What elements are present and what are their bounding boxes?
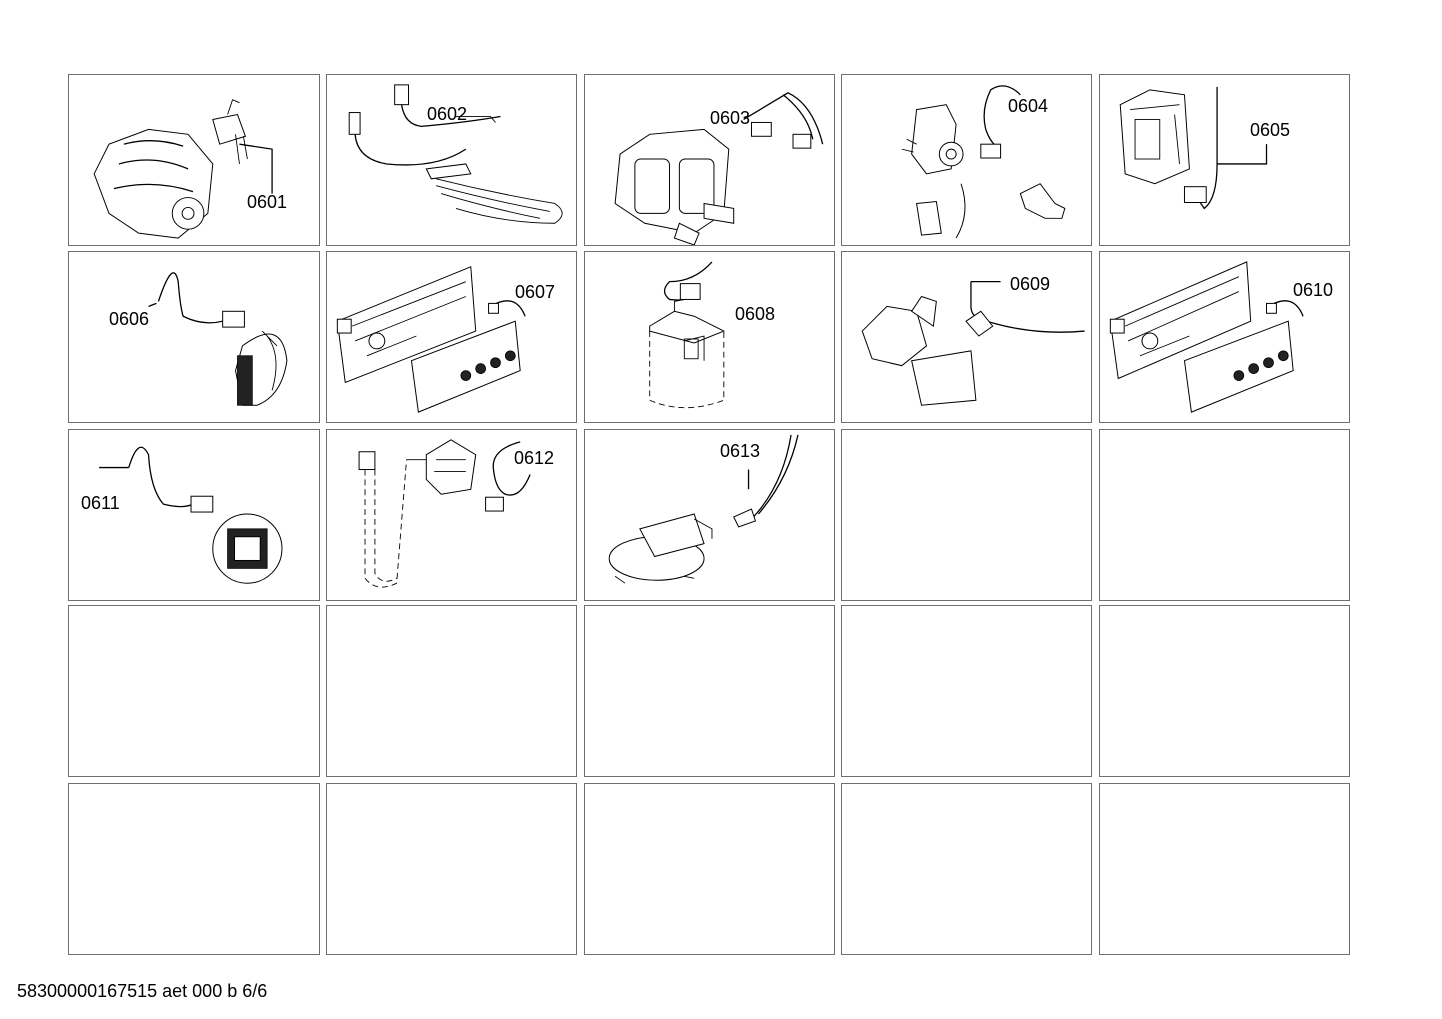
part-cell-0606[interactable]: 0606	[68, 251, 320, 423]
part-cell-0601[interactable]: 0601	[68, 74, 320, 246]
valve-icon	[901, 85, 1066, 239]
part-number-label: 0604	[1008, 96, 1049, 116]
empty-cell	[68, 605, 320, 777]
pump-icon	[861, 281, 1085, 406]
part-number-label: 0605	[1250, 120, 1291, 140]
part-cell-0603[interactable]: 0603	[584, 74, 835, 246]
valve-icon	[614, 92, 824, 245]
part-number-label: 0612	[514, 448, 555, 468]
document-id: 58300000167515 aet 000 b 6/6	[17, 981, 268, 1001]
pressure-switch-icon	[608, 434, 799, 584]
circuit-board-icon	[1109, 261, 1304, 413]
part-cell-0610[interactable]: 0610	[1099, 251, 1350, 423]
heater-icon	[348, 84, 563, 224]
part-cell-0608[interactable]: 0608	[584, 251, 835, 423]
empty-cell	[1099, 429, 1350, 601]
part-cell-0605[interactable]: 0605	[1099, 74, 1350, 246]
part-cell-0604[interactable]: 0604	[841, 74, 1092, 246]
part-cell-0602[interactable]: 0602	[326, 74, 577, 246]
part-number-label: 0602	[427, 104, 468, 124]
part-cell-0611[interactable]: 0611	[68, 429, 320, 601]
empty-cell	[584, 783, 835, 955]
empty-cell	[68, 783, 320, 955]
part-number-label: 0611	[81, 493, 120, 513]
module-icon	[1119, 86, 1268, 210]
empty-cell	[584, 605, 835, 777]
part-cell-0613[interactable]: 0613	[584, 429, 835, 601]
part-number-label: 0601	[247, 192, 288, 212]
circuit-board-icon	[336, 266, 526, 413]
wire-harness-icon	[99, 446, 283, 584]
empty-cell	[1099, 783, 1350, 955]
part-number-label: 0613	[720, 441, 761, 461]
empty-cell	[326, 783, 577, 955]
part-cell-0612[interactable]: 0612	[326, 429, 577, 601]
pump-icon	[358, 439, 531, 588]
part-number-label: 0606	[109, 309, 150, 329]
part-number-label: 0607	[515, 282, 556, 302]
part-cell-0609[interactable]: 0609	[841, 251, 1092, 423]
empty-cell	[326, 605, 577, 777]
motor-icon	[93, 99, 273, 239]
part-number-label: 0608	[735, 304, 776, 324]
empty-cell	[841, 429, 1092, 601]
empty-cell	[1099, 605, 1350, 777]
filter-icon	[649, 261, 726, 409]
part-number-label: 0610	[1293, 280, 1334, 300]
empty-cell	[841, 605, 1092, 777]
part-cell-0607[interactable]: 0607	[326, 251, 577, 423]
empty-cell	[841, 783, 1092, 955]
part-number-label: 0609	[1010, 274, 1051, 294]
part-number-label: 0603	[710, 108, 751, 128]
wire-harness-icon	[148, 272, 288, 406]
